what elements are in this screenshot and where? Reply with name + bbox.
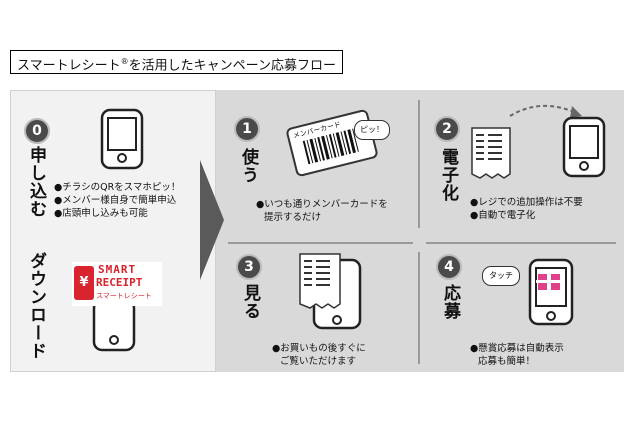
- bullet: ●懸賞応募は自動表示: [470, 342, 564, 355]
- step3-label: 見る: [238, 284, 263, 320]
- step1-label: 使う: [236, 148, 261, 184]
- bullet: ●レジでの追加操作は不要: [470, 196, 583, 209]
- title-main: スマートレシート: [17, 58, 121, 73]
- smart-receipt-logo: ¥ SMART RECEIPT スマートレシート: [72, 262, 162, 306]
- step4-label: 応募: [438, 284, 463, 320]
- yen-icon: ¥: [74, 266, 94, 300]
- step2-badge: 2: [434, 116, 460, 142]
- step4-badge: 4: [436, 254, 462, 280]
- step0-badge: 0: [24, 118, 50, 144]
- bullet: 応募も簡単！: [470, 355, 564, 368]
- receipt-on-phone-icon: [296, 252, 366, 332]
- bullet: ●メンバー様自身で簡単申込: [54, 194, 180, 207]
- step0-bullets: ●チラシのQRをスマホピッ！ ●メンバー様自身で簡単申込 ●店頭申し込みも可能: [54, 181, 180, 220]
- step1-bullets: ●いつも通りメンバーカードを 提示するだけ: [256, 198, 388, 224]
- step3-badge: 3: [236, 254, 262, 280]
- step2-bullets: ●レジでの追加操作は不要 ●自動で電子化: [470, 196, 583, 222]
- bullet: ●お買いもの後すぐに: [272, 342, 366, 355]
- title-rest: を活用したキャンペーン応募フロー: [129, 58, 336, 73]
- registered-mark: ®: [121, 57, 129, 66]
- step4-bullets: ●懸賞応募は自動表示 応募も簡単！: [470, 342, 564, 368]
- step3-bullets: ●お買いもの後すぐに ご覧いただけます: [272, 342, 366, 368]
- divider: [426, 242, 616, 244]
- bullet: ●チラシのQRをスマホピッ！: [54, 181, 180, 194]
- speech-bubble: ピッ！: [354, 120, 390, 140]
- logo-line2: RECEIPT: [96, 276, 142, 289]
- step0-label-download: ダウンロード: [24, 252, 49, 360]
- step0-label: 申し込む: [24, 146, 49, 218]
- diagram-title: スマートレシート®を活用したキャンペーン応募フロー: [10, 50, 343, 74]
- logo-line3: スマートレシート: [96, 291, 152, 301]
- bullet: ●いつも通りメンバーカードを: [256, 198, 388, 211]
- flow-arrow-icon: [200, 160, 226, 280]
- smartphone-icon: [100, 108, 144, 170]
- divider: [228, 242, 413, 244]
- step1-badge: 1: [234, 116, 260, 142]
- speech-bubble: タッチ: [482, 266, 520, 286]
- bullet: ●自動で電子化: [470, 209, 583, 222]
- bullet: ご覧いただけます: [272, 355, 366, 368]
- bullet: 提示するだけ: [256, 211, 388, 224]
- smartphone-icon: [508, 256, 578, 330]
- step2-label: 電子化: [436, 148, 461, 202]
- receipt-to-phone-icon: [470, 102, 620, 182]
- logo-line1: SMART: [98, 263, 136, 276]
- divider: [418, 100, 420, 228]
- smartphone-icon: [92, 300, 138, 352]
- bullet: ●店頭申し込みも可能: [54, 207, 180, 220]
- divider: [418, 252, 420, 364]
